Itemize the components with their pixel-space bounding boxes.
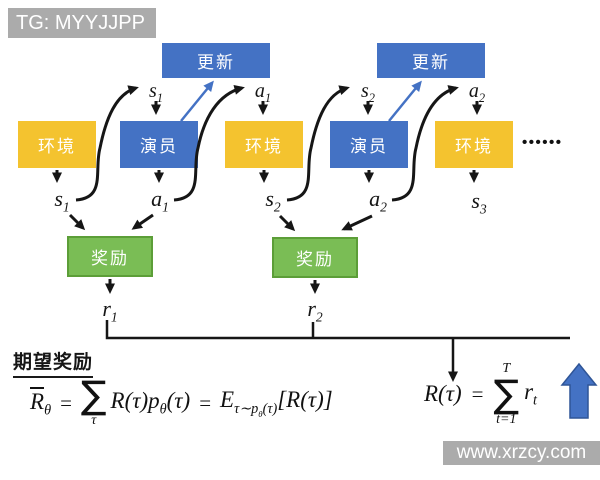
term-R-tau-p-theta: R(τ)pθ(τ) xyxy=(110,387,191,418)
sum-over-t: T ∑ t=1 xyxy=(493,361,520,427)
return-lhs: R(τ) xyxy=(424,381,462,406)
lower-label-s2: s2 xyxy=(265,186,281,215)
watermark-badge-top: TG: MYYJJPP xyxy=(8,8,156,38)
sum-over-tau: ∑ τ xyxy=(80,373,107,428)
environment-box-1: 环境 xyxy=(18,121,96,168)
arrow-s1-to-reward1 xyxy=(68,213,86,231)
environment-box-2-label: 环境 xyxy=(245,137,283,156)
watermark-top-text: TG: MYYJJPP xyxy=(16,11,145,34)
update-box-2: 更新 xyxy=(377,43,485,78)
reward-box-1-label: 奖励 xyxy=(91,249,129,268)
lower-label-s3: s3 xyxy=(471,188,487,217)
update-box-1-label: 更新 xyxy=(197,53,235,72)
curve-s2-feedback xyxy=(286,85,350,202)
return-formula: R(τ) = T ∑ t=1 rt xyxy=(424,361,537,427)
upper-label-a1: a1 xyxy=(254,80,272,105)
reward-box-2-label: 奖励 xyxy=(296,250,334,269)
formula-lhs-Rbar-theta: Rθ xyxy=(30,386,52,419)
expected-reward-formula: Rθ = ∑ τ R(τ)pθ(τ) = Eτ∼pθ(τ)[R(τ)] xyxy=(30,373,333,428)
arrow-a2-to-reward2 xyxy=(341,214,373,231)
lower-label-a1: a1 xyxy=(151,186,169,215)
reward-box-2: 奖励 xyxy=(272,237,358,278)
environment-box-3: 环境 xyxy=(435,121,513,168)
arrow-actor2-to-update2 xyxy=(388,80,422,122)
arrow-actor1-to-update1 xyxy=(180,80,214,122)
upper-label-s1: s1 xyxy=(149,80,163,105)
curve-s1-feedback xyxy=(75,85,139,202)
watermark-bottom-text: www.xrzcy.com xyxy=(456,442,587,463)
actor-box-1: 演员 xyxy=(120,121,198,168)
watermark-badge-bottom: www.xrzcy.com xyxy=(443,441,600,465)
actor-box-1-label: 演员 xyxy=(140,137,178,156)
update-box-1: 更新 xyxy=(162,43,270,78)
arrow-s2-to-reward2 xyxy=(278,214,296,232)
actor-box-2: 演员 xyxy=(330,121,408,168)
expected-reward-heading: 期望奖励 xyxy=(13,347,94,378)
curve-a2-feedback xyxy=(391,85,459,202)
environment-box-2: 环境 xyxy=(225,121,303,168)
reward-collection-line xyxy=(105,320,570,340)
reward-label-r2: r2 xyxy=(307,296,323,325)
blue-up-arrow-icon xyxy=(560,362,598,419)
reward-box-1: 奖励 xyxy=(67,236,153,277)
lower-label-s1: s1 xyxy=(54,186,70,215)
term-r-t: rt xyxy=(524,378,537,409)
curve-a1-feedback xyxy=(173,84,245,202)
continuation-dots: •••••• xyxy=(522,134,563,151)
environment-box-1-label: 环境 xyxy=(38,137,76,156)
update-box-2-label: 更新 xyxy=(412,53,450,72)
upper-label-s2: s2 xyxy=(361,80,375,105)
arrow-a1-to-reward1 xyxy=(131,213,154,230)
environment-box-3-label: 环境 xyxy=(455,137,493,156)
actor-box-2-label: 演员 xyxy=(350,137,388,156)
reward-label-r1: r1 xyxy=(102,296,118,325)
upper-label-a2: a2 xyxy=(468,80,486,105)
expectation-term: Eτ∼pθ(τ)[R(τ)] xyxy=(220,387,333,419)
lower-label-a2: a2 xyxy=(369,186,387,215)
